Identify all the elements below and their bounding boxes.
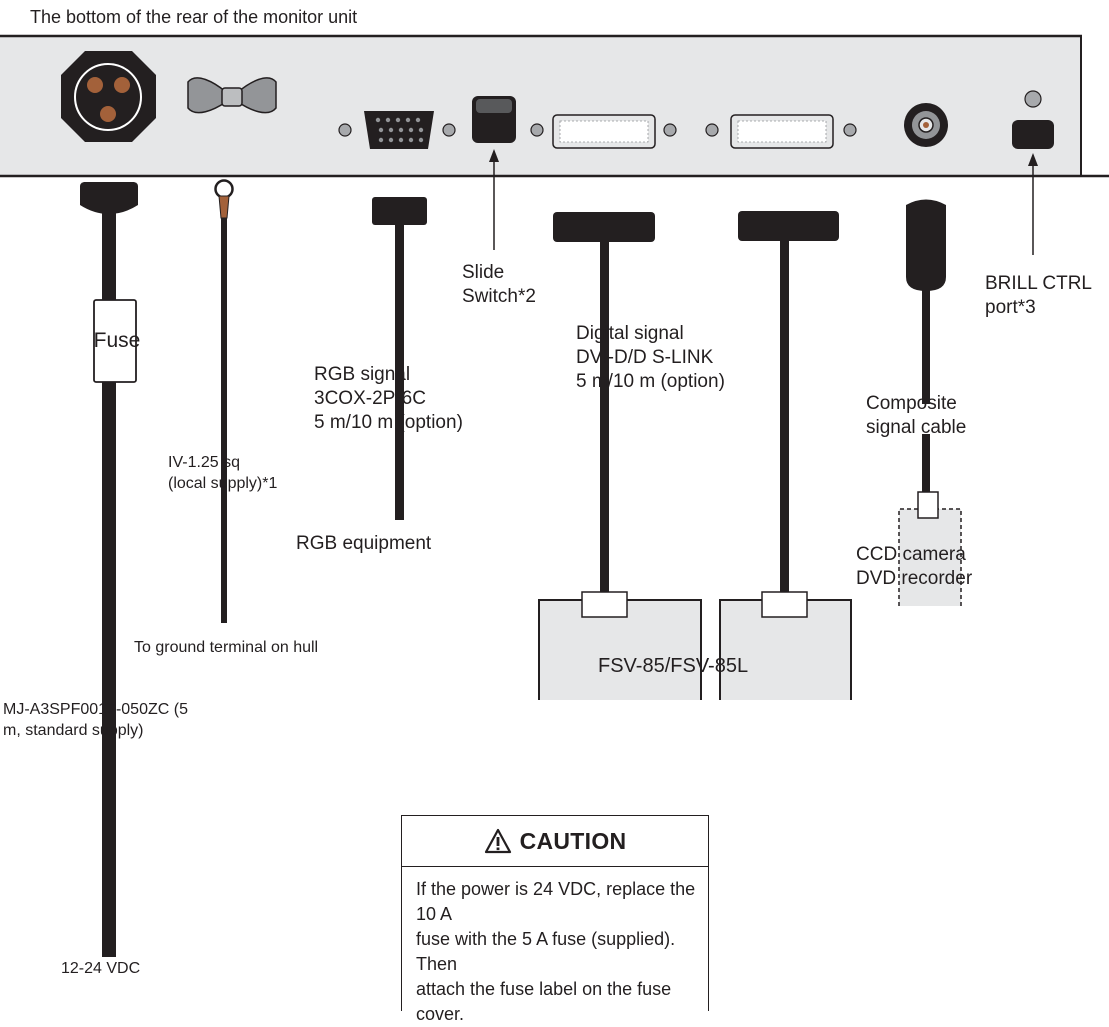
rgb-cable-label-line-1: RGB signal [314, 364, 411, 385]
dvi-port-2 [730, 114, 834, 149]
power-cable-label-line-2: m, standard supply) [3, 722, 144, 739]
composite-port [904, 103, 948, 147]
power-cable-label-line-1: MJ-A3SPF0017-050ZC (5 [3, 701, 188, 718]
brill-ctrl-label: BRILL CTRL port*3 [985, 272, 1092, 320]
power-supply-label: 12-24 VDC [61, 960, 141, 977]
brill-ctrl-port [1012, 90, 1054, 149]
caution-text: If the power is 24 VDC, replace the 10 A… [416, 877, 706, 1027]
caution-text-line-1: If the power is 24 VDC, replace the 10 A [416, 879, 696, 924]
brill-ctrl-label-line-1: BRILL CTRL [985, 273, 1092, 294]
dvi-cable-2 [738, 211, 839, 592]
caution-title: CAUTION [519, 827, 627, 854]
dvi-cable-label: Digital signal DVI-D/D S-LINK 5 m/10 m (… [576, 322, 725, 394]
rgb-cable-label: RGB signal 3COX-2P-6C 5 m/10 m (option) [314, 363, 463, 435]
dvi-cable-label-line-2: DVI-D/D S-LINK [576, 347, 714, 368]
fuse-label: Fuse [93, 329, 141, 352]
ccd-dvd-unit [898, 491, 962, 606]
monitor-rear-panel [0, 36, 1080, 176]
ground-wingnut [187, 77, 277, 114]
composite-cable-label: Composite signal cable [866, 392, 966, 440]
dvi-cable-label-line-1: Digital signal [576, 323, 684, 344]
caution-box: CAUTION If the power is 24 VDC, replace … [401, 815, 709, 1024]
power-connector [61, 51, 156, 142]
ccd-dvd-label-line-2: DVD recorder [856, 568, 973, 589]
composite-cable [906, 199, 946, 492]
ccd-dvd-label: CCD camera DVD recorder [856, 543, 972, 591]
ground-wire [214, 179, 234, 623]
rgb-port [364, 111, 434, 149]
panel-screw-holes [338, 123, 857, 137]
slide-switch [472, 96, 516, 143]
power-cable-label: MJ-A3SPF0017-050ZC (5 m, standard supply… [3, 699, 188, 741]
ground-wire-label-line-2: (local supply)*1 [168, 475, 278, 492]
rgb-cable [372, 197, 427, 520]
dvi-cable-label-line-3: 5 m/10 m (option) [576, 371, 725, 392]
fsv-units [538, 591, 852, 700]
diagram-heading: The bottom of the rear of the monitor un… [30, 7, 358, 27]
fsv-unit-label: FSV-85/FSV-85L [598, 655, 749, 677]
power-cable [80, 182, 138, 957]
ground-wire-label-line-1: IV-1.25 sq [168, 454, 241, 471]
caution-header: CAUTION [402, 815, 708, 867]
composite-cable-label-line-2: signal cable [866, 417, 967, 438]
composite-cable-label-line-1: Composite [866, 393, 957, 414]
dvi-port-1 [552, 114, 656, 149]
slide-switch-label-line-2: Switch*2 [462, 286, 536, 307]
warning-triangle-icon [484, 828, 511, 854]
rgb-equipment-label: RGB equipment [296, 533, 432, 554]
rgb-cable-label-line-2: 3COX-2P-6C [314, 388, 426, 409]
caution-text-line-2: fuse with the 5 A fuse (supplied). Then [416, 929, 676, 974]
ccd-dvd-label-line-1: CCD camera [856, 544, 966, 565]
brill-ctrl-arrow [1028, 153, 1038, 255]
slide-switch-label: Slide Switch*2 [462, 261, 536, 309]
slide-switch-label-line-1: Slide [462, 262, 505, 283]
caution-text-line-3: attach the fuse label on the fuse cover. [416, 979, 672, 1024]
rgb-cable-label-line-3: 5 m/10 m (option) [314, 412, 463, 433]
dvi-cable-1 [553, 212, 655, 592]
brill-ctrl-label-line-2: port*3 [985, 297, 1036, 318]
ground-wire-label: IV-1.25 sq (local supply)*1 [168, 452, 277, 494]
slide-switch-arrow [489, 149, 499, 250]
ground-terminal-label: To ground terminal on hull [134, 639, 319, 656]
